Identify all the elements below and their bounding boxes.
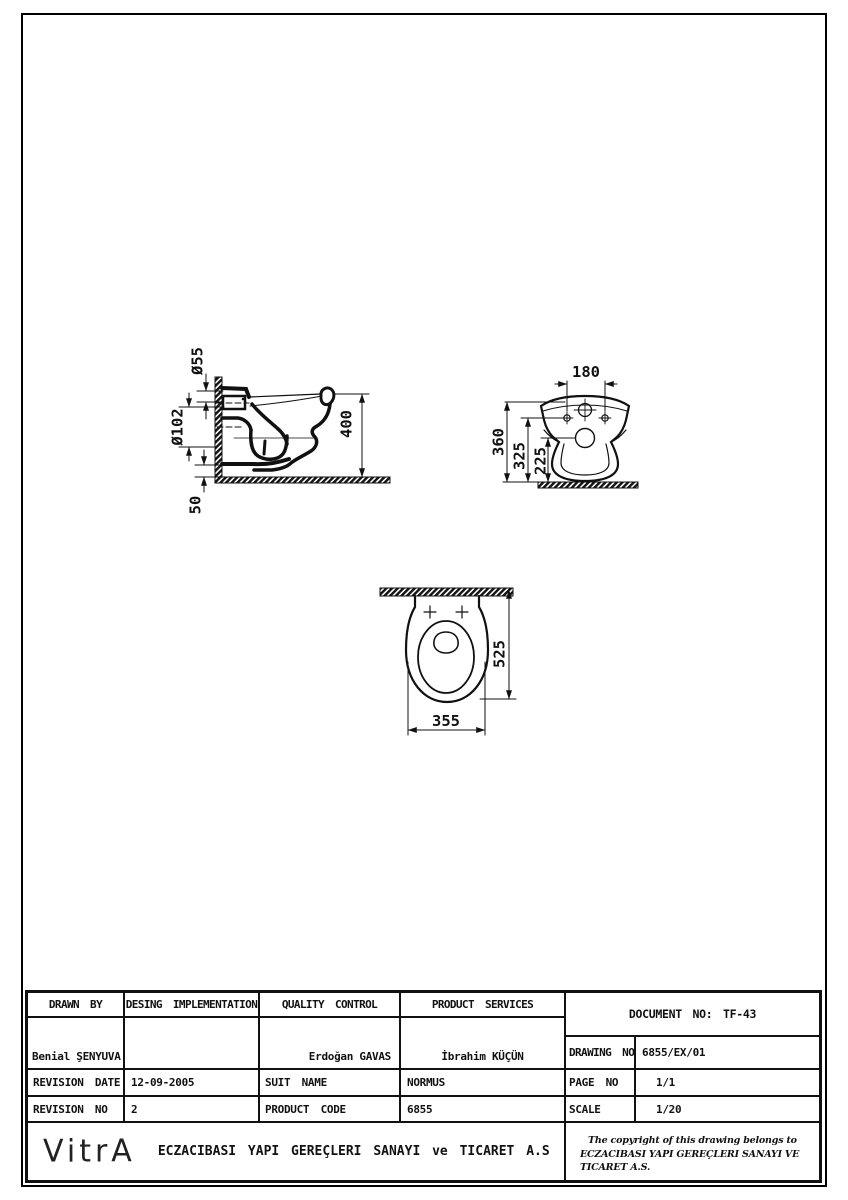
front-view-dimensions	[502, 380, 618, 483]
toilet-plan-outline	[404, 594, 490, 704]
top-view-dimensions	[407, 589, 517, 736]
dim-depth: 525	[490, 640, 508, 668]
scale-value: 1/20	[635, 1096, 820, 1122]
technical-drawing: Ø55 Ø102 400 50	[168, 347, 639, 736]
suit-name-label: SUIT NAME	[259, 1069, 400, 1096]
top-view: 525 355	[379, 587, 517, 736]
product-code-value: 6855	[400, 1096, 565, 1122]
wall-hatch	[214, 376, 223, 484]
drawn-by-value: Benial ŞENYUVA	[27, 1017, 124, 1069]
suit-name-value: NORMUS	[400, 1069, 565, 1096]
dim-floor-clearance: 50	[186, 496, 204, 515]
dim-height-400: 400	[337, 410, 355, 438]
copyright-line1: The copyright of this drawing belongs to	[588, 1135, 797, 1146]
product-services-header: PRODUCT SERVICES	[400, 992, 565, 1017]
dim-hole-spacing: 180	[572, 363, 600, 381]
company-name: ECZACIBASI YAPI GEREÇLERI SANAYI ve TICA…	[157, 1144, 550, 1159]
drawn-by-header: DRAWN BY	[27, 992, 124, 1017]
side-view-dimensions	[178, 373, 370, 493]
vitra-logo: VitrA	[43, 1133, 136, 1170]
toilet-side-profile	[216, 386, 336, 472]
side-view: Ø55 Ø102 400 50	[168, 347, 391, 515]
dim-outlet-diameter: Ø102	[168, 408, 186, 446]
quality-control-value: Erdoğan GAVAS	[259, 1017, 400, 1069]
revision-date-value: 12-09-2005	[124, 1069, 259, 1096]
outlet-hole	[574, 427, 596, 449]
design-implementation-value	[124, 1017, 259, 1069]
floor-hatch	[214, 476, 391, 484]
footer-company-cell: VitrA ECZACIBASI YAPI GEREÇLERI SANAYI v…	[27, 1122, 565, 1181]
page-no-value: 1/1	[635, 1069, 820, 1096]
document-no: DOCUMENT NO: TF-43	[565, 992, 820, 1036]
dim-width: 355	[432, 712, 460, 730]
revision-no-label: REVISION NO	[27, 1096, 124, 1122]
revision-date-label: REVISION DATE	[27, 1069, 124, 1096]
quality-control-header: QUALITY CONTROL	[259, 992, 400, 1017]
dim-fixing-diameter: Ø55	[188, 347, 206, 376]
product-services-value: İbrahim KÜÇÜN	[400, 1017, 565, 1069]
floor-hatch	[537, 481, 639, 489]
product-code-label: PRODUCT CODE	[259, 1096, 400, 1122]
drawing-no-value: 6855/EX/01	[635, 1036, 820, 1069]
copyright-line2: ECZACIBASI YAPI GEREÇLERI SANAYI VE	[580, 1148, 800, 1160]
front-view: 180 360 325 225	[489, 363, 639, 489]
sheet-border	[21, 13, 827, 1187]
dim-hole-height: 325	[510, 442, 528, 470]
dim-outlet-height: 225	[531, 447, 549, 475]
scale-label: SCALE	[565, 1096, 635, 1122]
wall-hatch	[379, 587, 514, 597]
revision-no-value: 2	[124, 1096, 259, 1122]
copyright-line3: TICARET A.S.	[580, 1162, 651, 1173]
dim-total-height: 360	[489, 428, 507, 456]
copyright-note: The copyright of this drawing belongs to…	[565, 1122, 820, 1181]
design-implementation-header: DESING IMPLEMENTATION	[124, 992, 259, 1017]
bowl-opening	[417, 620, 475, 694]
drawing-no-label: DRAWING NO	[565, 1036, 635, 1069]
page-no-label: PAGE NO	[565, 1069, 635, 1096]
title-block: DRAWN BY DESING IMPLEMENTATION QUALITY C…	[25, 990, 822, 1183]
